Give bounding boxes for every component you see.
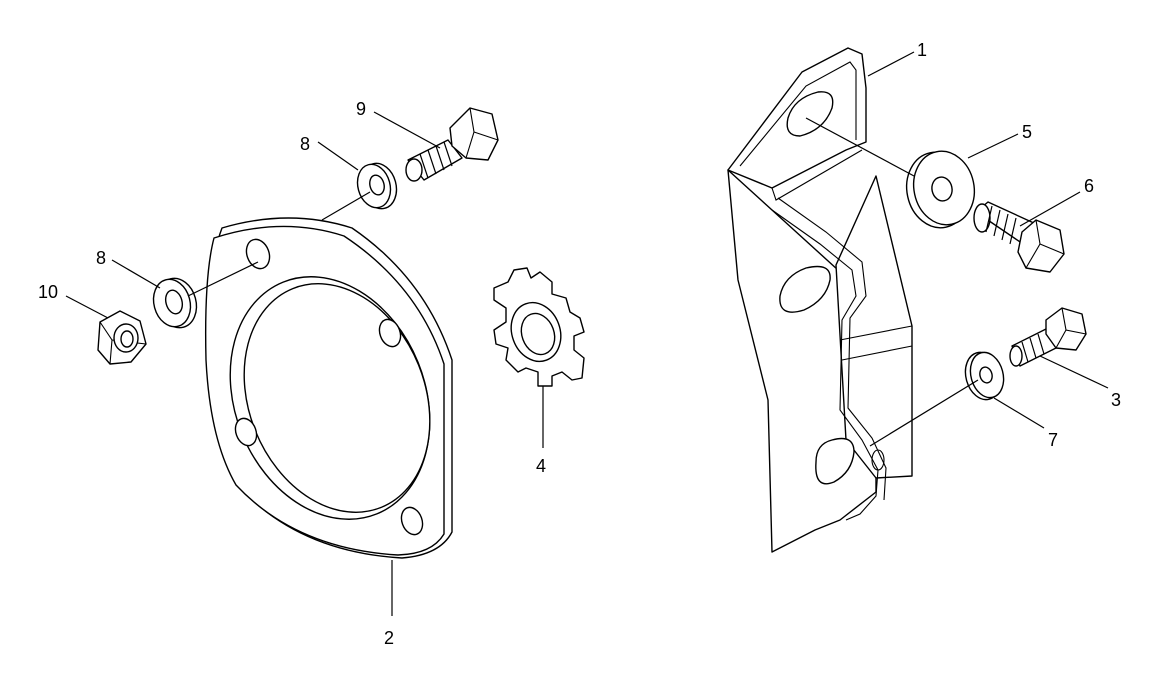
bolt-3: [1009, 307, 1087, 367]
callout-5: 5: [1022, 122, 1032, 142]
callout-6: 6: [1084, 176, 1094, 196]
leader-lines: [65, 51, 1109, 616]
callout-1: 1: [917, 40, 927, 60]
callouts: 1 2 3 4 5 6 7 8 8 9 10: [38, 40, 1121, 648]
mounting-bracket: [727, 47, 913, 553]
callout-10: 10: [38, 282, 58, 302]
washer-lower: [152, 277, 198, 329]
callout-9: 9: [356, 99, 366, 119]
washer-5: [905, 150, 976, 229]
washer-7: [964, 351, 1005, 401]
callout-3: 3: [1111, 390, 1121, 410]
hex-nut: [97, 310, 147, 365]
callout-7: 7: [1048, 430, 1058, 450]
callout-4: 4: [536, 456, 546, 476]
washer-upper: [356, 162, 398, 210]
callout-8-lower: 8: [96, 248, 106, 268]
bolt-6: [973, 201, 1065, 273]
callout-8-upper: 8: [300, 134, 310, 154]
star-lock-washer: [493, 267, 585, 387]
flange-plate: [204, 217, 453, 559]
bolt-upper: [405, 107, 499, 182]
callout-2: 2: [384, 628, 394, 648]
